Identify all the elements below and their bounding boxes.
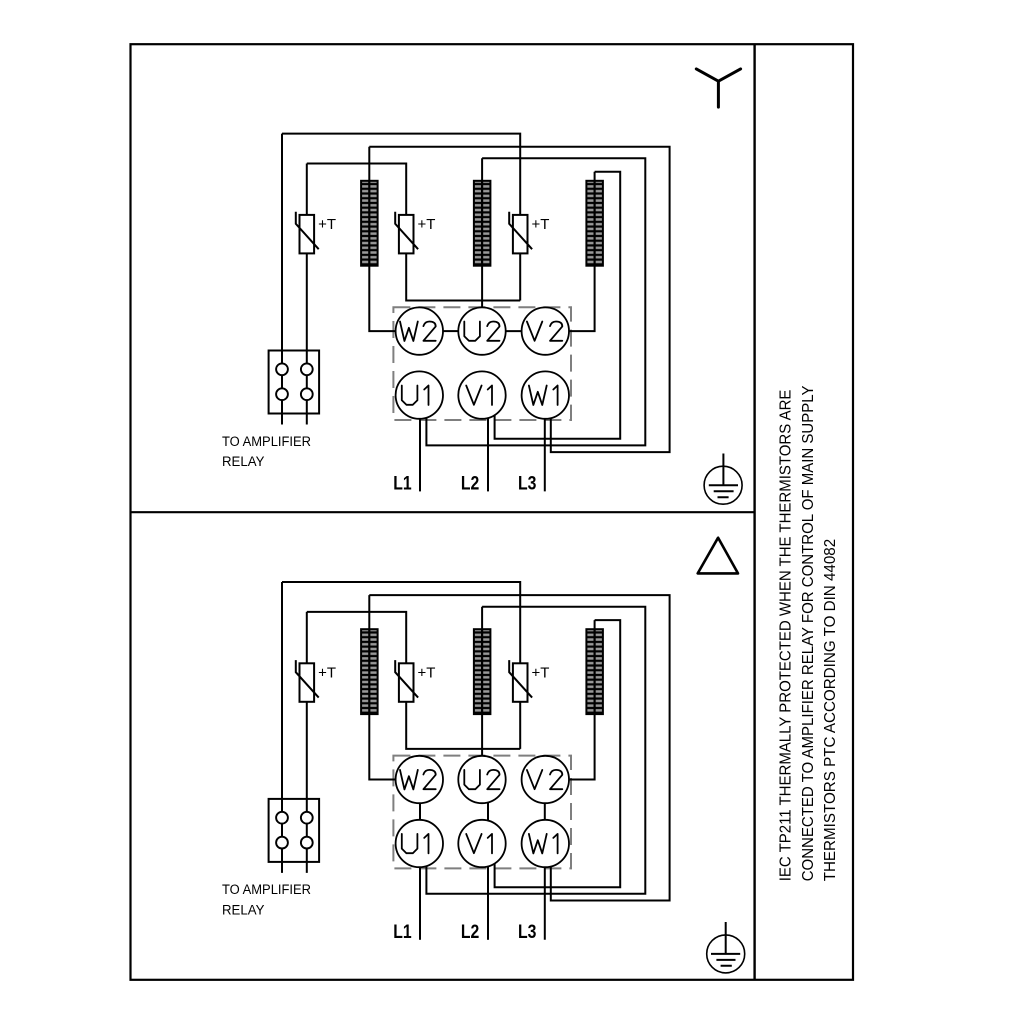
svg-text:RELAY: RELAY: [222, 454, 264, 469]
svg-text:TO AMPLIFIER: TO AMPLIFIER: [222, 434, 311, 449]
svg-text:L3: L3: [518, 474, 536, 495]
svg-text:+T: +T: [318, 216, 336, 233]
svg-text:THERMISTORS PTC ACCORDING TO D: THERMISTORS PTC ACCORDING TO DIN 44082: [822, 539, 839, 882]
svg-text:L2: L2: [461, 474, 479, 495]
svg-text:CONNECTED TO AMPLIFIER RELAY F: CONNECTED TO AMPLIFIER RELAY FOR CONTROL…: [800, 385, 817, 881]
svg-text:+T: +T: [532, 216, 550, 233]
svg-text:+T: +T: [418, 216, 436, 233]
svg-text:IEC TP211 THERMALLY PROTECTED: IEC TP211 THERMALLY PROTECTED WHEN THE T…: [778, 390, 795, 882]
svg-text:L1: L1: [393, 474, 412, 495]
